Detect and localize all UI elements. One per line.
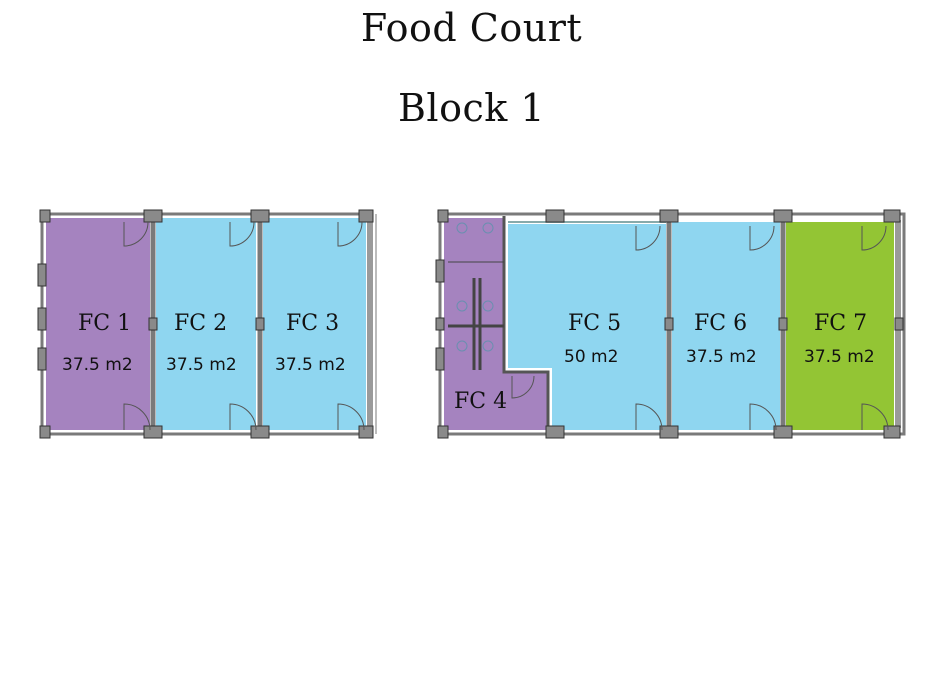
right-columns [435, 209, 904, 439]
unit-fc5[interactable] [508, 224, 666, 430]
fc5-area: 50 m2 [564, 347, 618, 367]
block-subtitle: Block 1 [397, 86, 546, 130]
fc3-area: 37.5 m2 [275, 355, 346, 375]
unit-fc7[interactable] [786, 222, 894, 430]
right-building [435, 209, 906, 439]
fc1-area: 37.5 m2 [62, 355, 133, 375]
fc5-label: FC 5 [568, 311, 621, 336]
fc2-area: 37.5 m2 [166, 355, 237, 375]
right-doors [511, 225, 889, 431]
page-title: Food Court [360, 6, 583, 50]
toilet-fixtures [456, 222, 494, 352]
fc2-label: FC 2 [174, 311, 227, 336]
unit-fc4[interactable] [444, 218, 548, 430]
fc6-label: FC 6 [694, 311, 747, 336]
left-doors [123, 221, 365, 431]
fc1-label: FC 1 [78, 311, 131, 336]
toilet-partitions [448, 261, 504, 370]
unit-fc2[interactable] [156, 218, 256, 430]
unit-fc1[interactable] [46, 218, 150, 430]
unit-fc3[interactable] [263, 218, 366, 430]
fc7-area: 37.5 m2 [804, 347, 875, 367]
left-columns [37, 209, 374, 439]
unit-labels: FC 1 37.5 m2 FC 2 37.5 m2 FC 3 37.5 m2 F… [62, 311, 875, 414]
unit-fc6[interactable] [672, 222, 780, 430]
fc6-area: 37.5 m2 [686, 347, 757, 367]
fc4-label: FC 4 [454, 389, 507, 414]
left-building [37, 209, 377, 439]
fc3-label: FC 3 [286, 311, 339, 336]
fc7-label: FC 7 [814, 311, 867, 336]
